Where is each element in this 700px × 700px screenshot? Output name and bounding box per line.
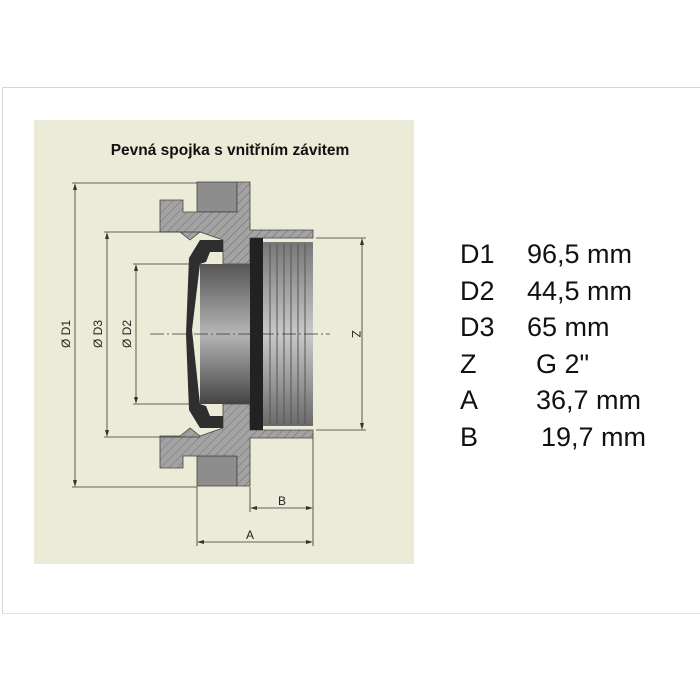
spec-value: 65 mm xyxy=(527,312,610,343)
spec-key: D3 xyxy=(460,312,495,343)
spec-value: 36,7 mm xyxy=(536,385,642,416)
z-label: Z xyxy=(349,330,363,337)
spec-key: D2 xyxy=(460,275,495,306)
spec-key: A xyxy=(460,385,479,416)
spec-key: Z xyxy=(460,348,477,379)
spec-value: 96,5 mm xyxy=(527,239,633,269)
body-section-top xyxy=(159,181,314,265)
drawing-title: Pevná spojka s vnitřním závitem xyxy=(110,142,350,159)
lug-bottom xyxy=(196,455,238,487)
d2-label: Ø D2 xyxy=(120,320,134,348)
spec-value: 19,7 mm xyxy=(541,421,647,452)
lug-top xyxy=(196,181,238,213)
spec-value: G 2" xyxy=(536,348,590,379)
spec-value: 44,5 mm xyxy=(527,275,633,306)
a-label: A xyxy=(246,528,254,542)
d3-label: Ø D3 xyxy=(91,320,105,348)
body-section-bottom xyxy=(159,403,314,487)
b-label: B xyxy=(278,494,286,508)
page-frame xyxy=(2,87,700,614)
spec-key: D1 xyxy=(460,239,495,269)
spec-key: B xyxy=(460,421,479,452)
d1-label: Ø D1 xyxy=(59,320,73,348)
seal-ring xyxy=(186,240,223,428)
